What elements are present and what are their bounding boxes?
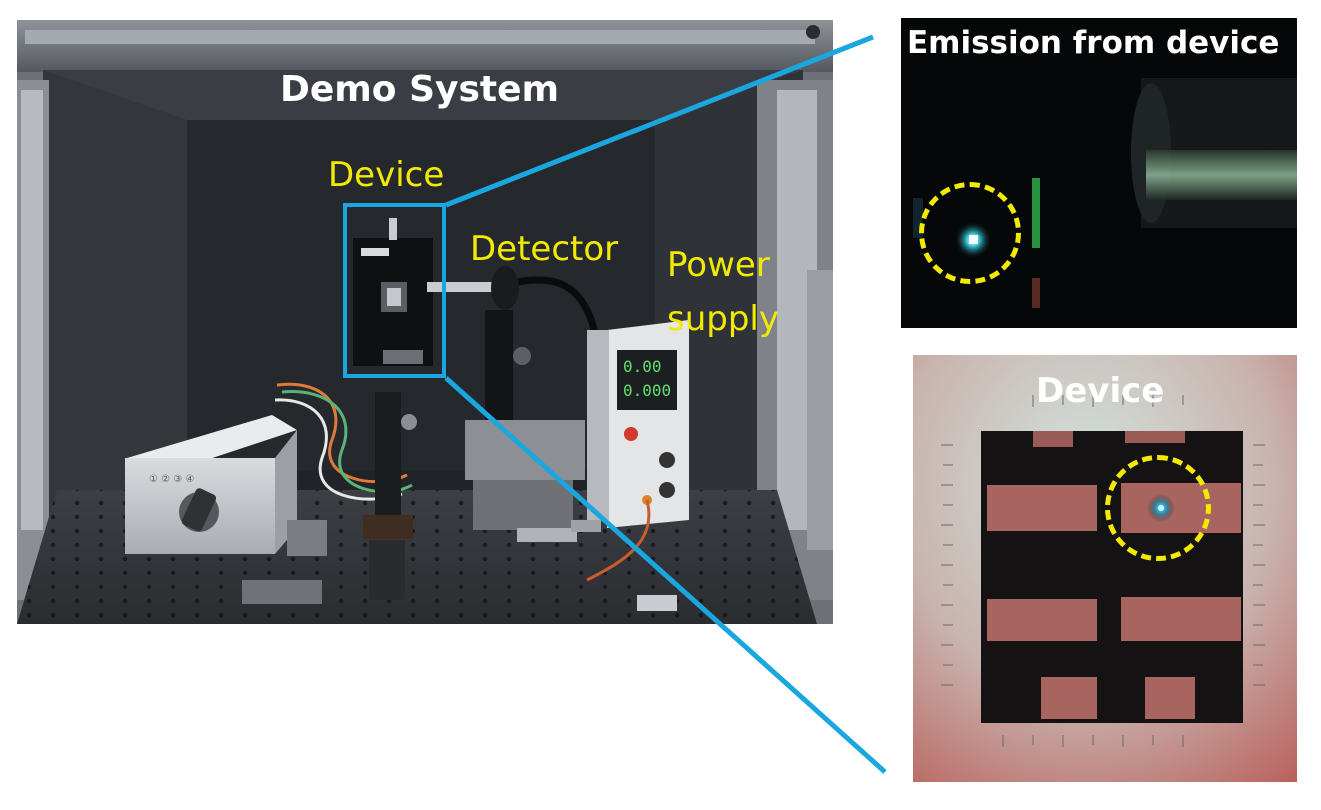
svg-text:0.00: 0.00 (623, 357, 662, 376)
device-photo (913, 355, 1297, 782)
device-highlight-circle (1105, 455, 1211, 561)
device-label: Device (328, 155, 445, 195)
svg-text:① ② ③ ④: ① ② ③ ④ (149, 474, 194, 485)
emission-panel-title: Emission from device (907, 25, 1280, 61)
detector-label: Detector (470, 229, 619, 269)
svg-text:0.000: 0.000 (623, 381, 671, 400)
device-panel-title: Device (1036, 371, 1165, 411)
power-supply-label-line1: Power (667, 245, 770, 285)
device-image (913, 355, 1297, 782)
device-highlight-box (343, 203, 446, 378)
power-supply-label-line2: supply (667, 299, 779, 339)
demo-system-title: Demo System (280, 69, 560, 110)
emission-image (901, 18, 1297, 328)
emission-highlight-circle (919, 182, 1021, 284)
